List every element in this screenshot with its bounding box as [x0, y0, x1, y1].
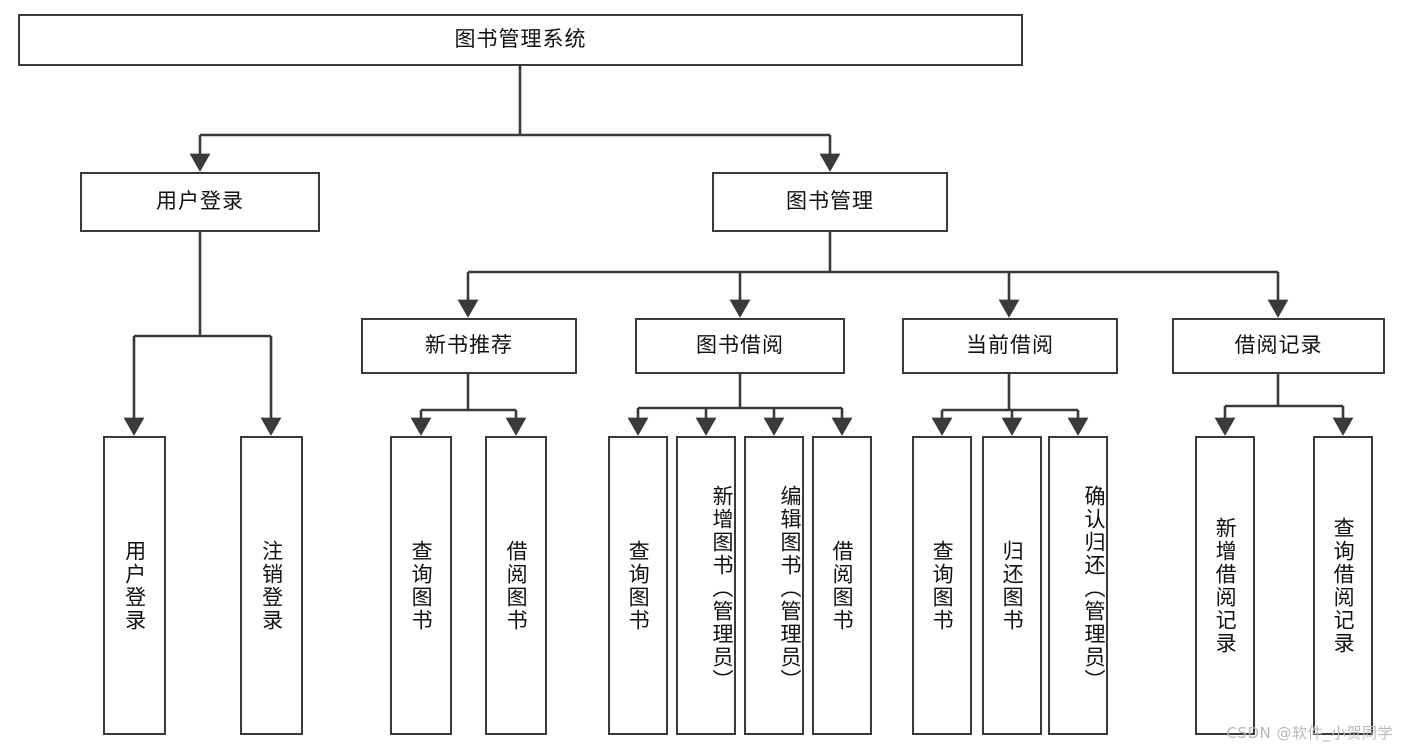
leaf-borrow-book[interactable]: 借阅图书	[812, 436, 872, 735]
node-user-login[interactable]: 用户登录	[80, 172, 320, 232]
node-root-system[interactable]: 图书管理系统	[18, 14, 1023, 66]
leaf-edit-book-admin[interactable]: 编辑图书（管理员）	[744, 436, 804, 735]
leaf-return-book[interactable]: 归还图书	[982, 436, 1042, 735]
node-new-book-recommend[interactable]: 新书推荐	[361, 318, 577, 374]
leaf-borrow-book-recommend[interactable]: 借阅图书	[485, 436, 547, 735]
leaf-confirm-return-admin[interactable]: 确认归还（管理员）	[1048, 436, 1108, 735]
leaf-query-book-recommend[interactable]: 查询图书	[390, 436, 452, 735]
leaf-query-book-borrow[interactable]: 查询图书	[608, 436, 668, 735]
leaf-query-borrow-record[interactable]: 查询借阅记录	[1313, 436, 1373, 735]
leaf-add-book-admin[interactable]: 新增图书（管理员）	[676, 436, 736, 735]
node-borrow-records[interactable]: 借阅记录	[1172, 318, 1385, 374]
leaf-logout-login[interactable]: 注销登录	[240, 436, 303, 735]
watermark-text: CSDN @软件_小贺同学	[1226, 724, 1393, 742]
node-current-borrow[interactable]: 当前借阅	[902, 318, 1118, 374]
leaf-query-book-current[interactable]: 查询图书	[912, 436, 972, 735]
node-book-management[interactable]: 图书管理	[712, 172, 948, 232]
leaf-user-login[interactable]: 用户登录	[103, 436, 166, 735]
leaf-add-borrow-record[interactable]: 新增借阅记录	[1195, 436, 1255, 735]
node-book-borrow[interactable]: 图书借阅	[635, 318, 845, 374]
